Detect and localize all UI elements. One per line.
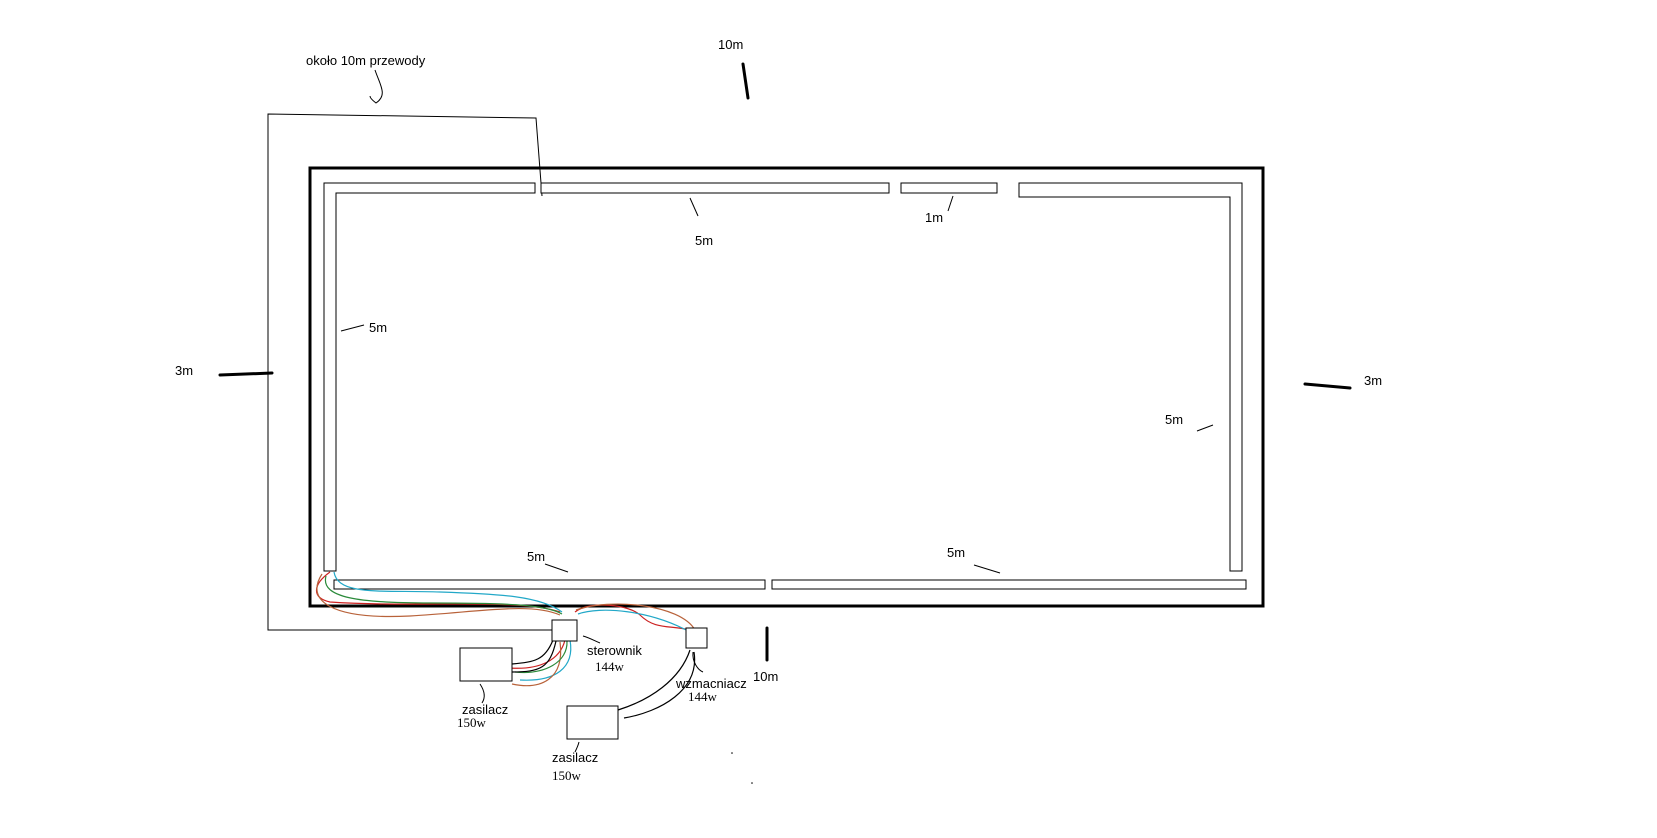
psu2-pointer [574,741,580,753]
psu2-name-label: zasilacz [552,750,598,765]
long-wire-run [267,113,555,631]
led-strip-top-middle [540,182,890,194]
wires-note-label: około 10m przewody [306,53,426,68]
pointer-strip-bottom-right [973,564,1001,574]
wire-black-psu2a [617,649,691,711]
strip-bottom-left-label: 5m [527,549,545,564]
pointer-strip-bottom-left [544,563,569,573]
controller-power-label: 144w [595,659,625,674]
wire-brown-3 [511,641,562,687]
wire-black-psu2b [623,651,696,719]
wire-red-2 [574,604,691,631]
dim-tick-left [218,371,274,377]
wire-brown [316,573,561,618]
wire-cyan-3 [519,639,572,681]
power-supply-1 [459,647,513,682]
led-strip-bottom-left [333,579,766,590]
top-length-label: 10m [718,37,743,52]
led-strip-bottom-right [771,579,1247,590]
controller-pointer [582,635,601,644]
wire-cyan-2 [577,609,691,633]
strip-right-label: 5m [1165,412,1183,427]
pointer-strip-top-middle [689,197,699,217]
pointer-strip-right [1196,424,1214,432]
controller-box [551,619,578,642]
dim-tick-right [1303,382,1352,390]
dim-tick-top [741,62,750,100]
amplifier-name-label: wzmacniacz [675,676,747,691]
right-height-label: 3m [1364,373,1382,388]
strip-top-small-label: 1m [925,210,943,225]
strip-top-middle-label: 5m [695,233,713,248]
wire-green [324,575,563,615]
pointer-strip-top-small [947,195,954,212]
wires-note-arrow [369,69,383,104]
wire-red-3 [509,639,566,669]
wire-green-3 [514,640,568,674]
wire-brown-2 [575,603,696,631]
psu2-power-label: 150w [552,768,582,783]
stray-dot [731,752,733,754]
strip-bottom-right-label: 5m [947,545,965,560]
bottom-length-label: 10m [753,669,778,684]
amplifier-box [685,627,708,649]
psu1-pointer [479,683,485,704]
wire-black-psu1b [511,640,557,673]
strip-left-label: 5m [369,320,387,335]
amplifier-pointer [692,651,704,673]
psu1-name-label: zasilacz [462,702,508,717]
power-supply-2 [566,705,619,740]
wire-black-psu1 [511,639,554,665]
psu1-power-label: 150w [457,715,487,730]
led-strip-top-left-corner [323,182,536,572]
wire-bundle [315,571,696,719]
room-outline [308,166,1265,608]
pointer-strip-left [340,324,365,332]
left-height-label: 3m [175,363,193,378]
amplifier-power-label: 144w [688,689,718,704]
controller-name-label: sterownik [587,643,642,658]
led-strip-top-right-corner [1018,182,1243,572]
stray-dot [751,782,753,784]
led-strip-top-small [900,182,998,194]
wire-cyan [333,571,563,613]
